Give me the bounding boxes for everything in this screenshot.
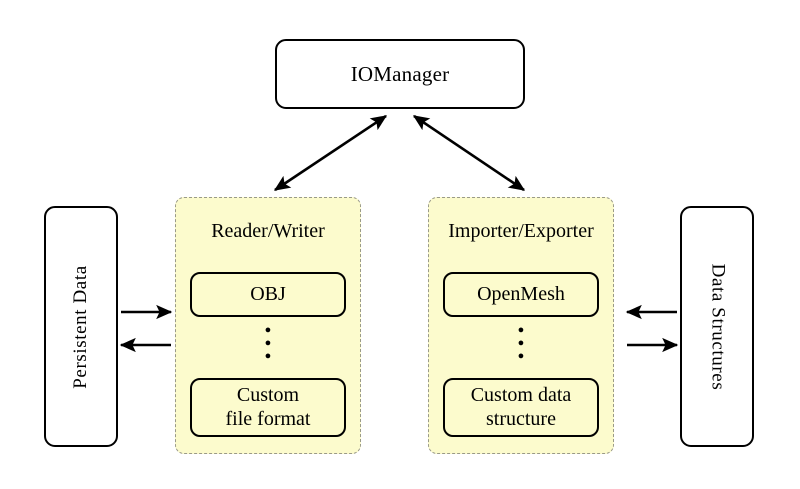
panel-reader-writer-title: Reader/Writer <box>211 220 325 242</box>
iomanager-label: IOManager <box>350 61 450 86</box>
panel-importer-exporter-title: Importer/Exporter <box>448 220 594 242</box>
item-custom-file-format-line1: Custom <box>236 384 300 407</box>
item-obj[interactable]: OBJ <box>190 272 346 317</box>
node-persistent-data[interactable]: Persistent Data <box>44 206 118 447</box>
arrow-manager-reader <box>273 114 388 192</box>
ellipsis-dot: ● <box>517 350 525 362</box>
item-custom-file-format-line2: file format <box>225 407 311 430</box>
arrow-manager-importer <box>412 114 526 192</box>
item-obj-label: OBJ <box>250 282 286 305</box>
item-openmesh[interactable]: OpenMesh <box>443 272 599 317</box>
item-custom-data-structure-line1: Custom data <box>470 384 572 407</box>
ellipsis-dot: ● <box>517 337 525 349</box>
persistent-data-label: Persistent Data <box>70 264 92 389</box>
ellipsis-importer-exporter: ● ● ● <box>429 324 613 363</box>
ellipsis-dot: ● <box>264 337 272 349</box>
ellipsis-dot: ● <box>517 324 525 336</box>
panel-importer-exporter[interactable]: Importer/Exporter OpenMesh ● ● ● Custom … <box>428 197 614 454</box>
ellipsis-dot: ● <box>264 324 272 336</box>
item-custom-file-format[interactable]: Custom file format <box>190 378 346 437</box>
node-data-structures[interactable]: Data Structures <box>680 206 754 447</box>
panel-reader-writer[interactable]: Reader/Writer OBJ ● ● ● Custom file form… <box>175 197 361 454</box>
item-openmesh-label: OpenMesh <box>477 282 565 305</box>
ellipsis-reader-writer: ● ● ● <box>176 324 360 363</box>
item-custom-data-structure-line2: structure <box>486 407 556 430</box>
node-iomanager[interactable]: IOManager <box>275 39 525 109</box>
ellipsis-dot: ● <box>264 350 272 362</box>
item-custom-data-structure[interactable]: Custom data structure <box>443 378 599 437</box>
data-structures-label: Data Structures <box>707 263 728 390</box>
